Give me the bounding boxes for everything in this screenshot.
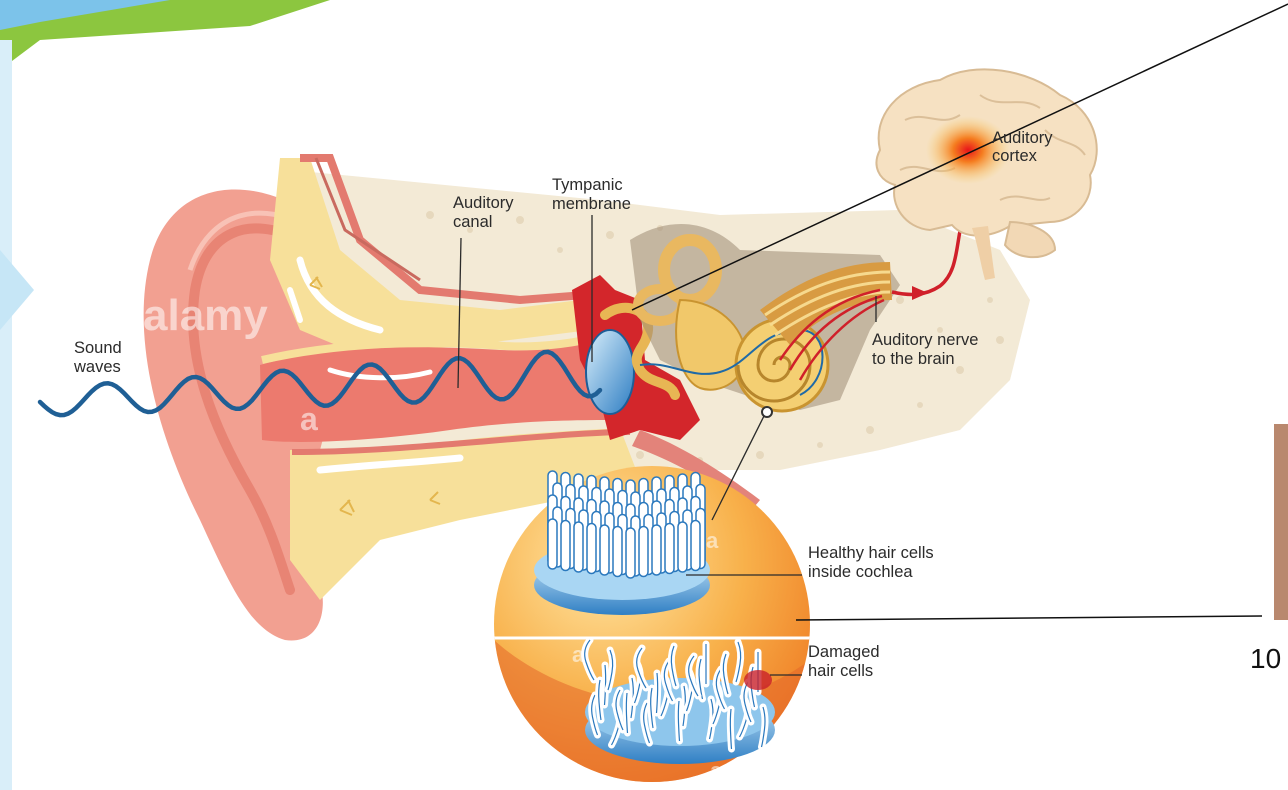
damage-highlight (744, 670, 772, 690)
healthy-hair-cell (613, 527, 622, 577)
healthy-hair-cell (574, 522, 583, 572)
slide-accent-left-bar (0, 40, 12, 790)
slide-pointer-line-2 (796, 616, 1262, 620)
healthy-hair-cells (548, 471, 705, 578)
healthy-hair-cell (587, 524, 596, 574)
watermark-letter-1: a (300, 401, 318, 437)
watermark-letter-4: a (710, 758, 723, 783)
healthy-hair-cell (548, 519, 557, 569)
tympanic-membrane-shape (586, 330, 634, 414)
watermark-brand: alamy (143, 291, 268, 340)
healthy-hair-cell (639, 527, 648, 577)
healthy-hair-cell (600, 525, 609, 575)
watermark-letter-3: a (572, 642, 585, 667)
hair-cell-sphere: a a a (490, 466, 815, 790)
healthy-hair-cell (691, 521, 700, 571)
watermark-letter-2: a (706, 528, 719, 553)
partial-slide-number: 10 (1250, 643, 1281, 674)
slide-accent-left-chevron (0, 250, 34, 330)
brain-cerebellum (1005, 222, 1055, 257)
healthy-hair-cell (626, 528, 635, 578)
healthy-hair-cell (652, 525, 661, 575)
cochlea-zoom-point (762, 407, 772, 417)
healthy-hair-cell (665, 524, 674, 574)
healthy-hair-cell (678, 522, 687, 572)
healthy-hair-cell (561, 521, 570, 571)
